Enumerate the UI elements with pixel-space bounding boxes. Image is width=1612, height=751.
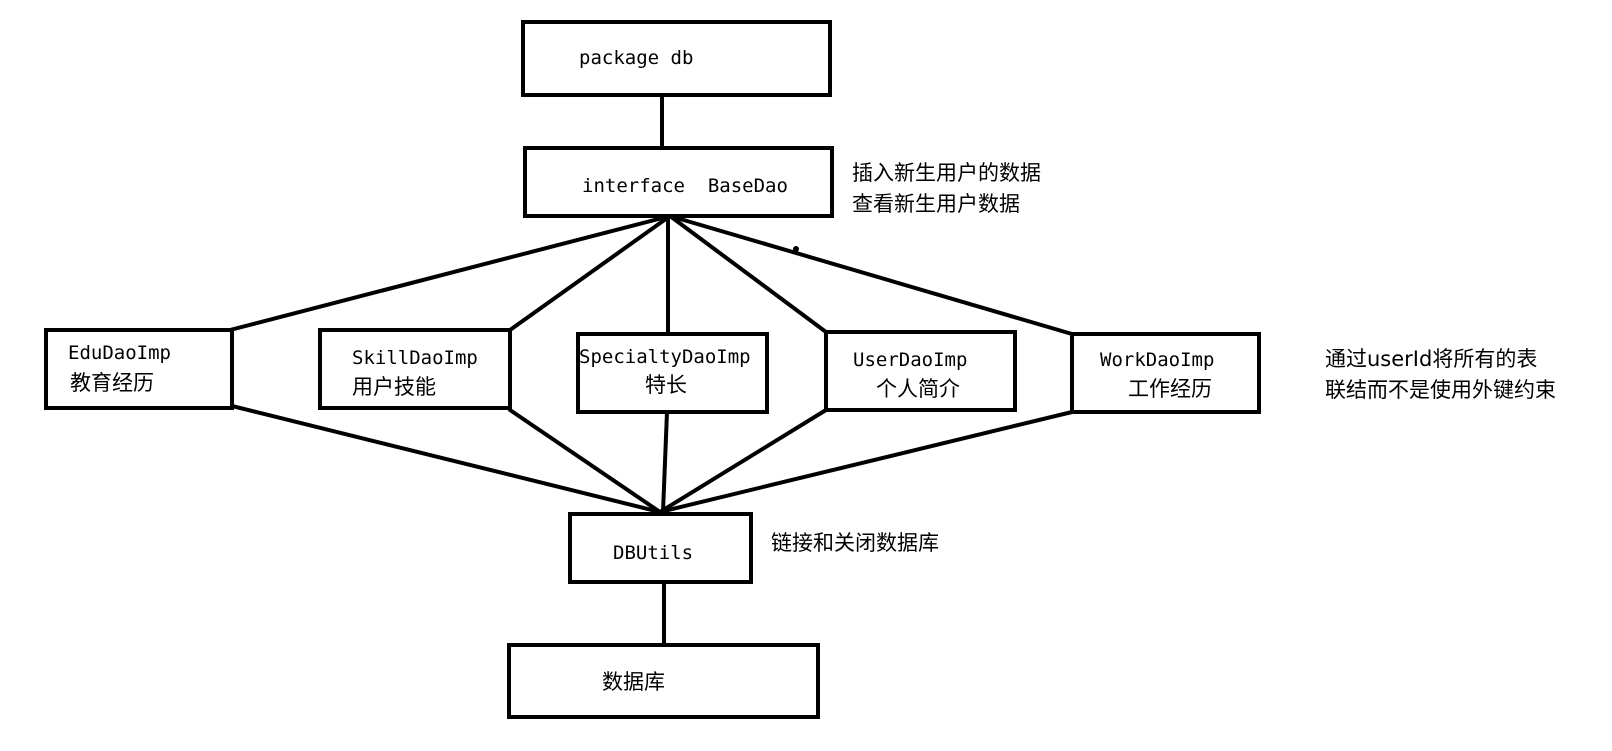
node-work-sub: 工作经历 <box>1128 377 1212 401</box>
ink-dot <box>793 246 799 252</box>
edge-basedao-edu <box>228 214 672 332</box>
edge-basedao-skill <box>508 214 672 332</box>
note-dbutils: 链接和关闭数据库 <box>771 531 939 555</box>
node-user-label: UserDaoImp <box>853 349 967 371</box>
node-skill-label: SkillDaoImp <box>352 347 478 369</box>
edge-edu-dbutils <box>230 404 662 514</box>
annotations: 插入新生用户的数据 查看新生用户数据 通过userId将所有的表 联结而不是使用… <box>771 161 1556 555</box>
node-edu: EduDaoImp 教育经历 <box>44 328 234 410</box>
node-specialty-sub: 特长 <box>645 373 687 397</box>
node-database: 数据库 <box>507 643 820 719</box>
node-basedao-label: interface BaseDao <box>582 175 788 197</box>
note-work-line1: 通过userId将所有的表 <box>1325 347 1537 371</box>
node-specialty-label: SpecialtyDaoImp <box>579 346 751 368</box>
edge-specialty-dbutils <box>661 410 669 514</box>
node-skill-sub: 用户技能 <box>352 375 436 399</box>
note-basedao-line1: 插入新生用户的数据 <box>852 161 1041 185</box>
node-dbutils-label: DBUtils <box>613 542 693 564</box>
edge-skill-dbutils <box>508 408 662 514</box>
connectors <box>228 93 1074 647</box>
note-work-line2: 联结而不是使用外键约束 <box>1325 378 1556 402</box>
node-basedao: interface BaseDao <box>523 146 834 218</box>
note-basedao-line2: 查看新生用户数据 <box>852 192 1020 216</box>
edge-basedao-work <box>668 214 1074 336</box>
edge-basedao-user <box>668 214 828 334</box>
node-work-label: WorkDaoImp <box>1100 349 1214 371</box>
edge-work-dbutils <box>658 410 1074 514</box>
node-work: WorkDaoImp 工作经历 <box>1070 332 1261 414</box>
node-edu-label: EduDaoImp <box>68 342 171 364</box>
node-specialty: SpecialtyDaoImp 特长 <box>576 332 769 414</box>
node-edu-sub: 教育经历 <box>70 371 154 395</box>
node-skill: SkillDaoImp 用户技能 <box>318 328 512 410</box>
node-dbutils: DBUtils <box>568 512 753 584</box>
node-user-sub: 个人简介 <box>876 377 960 401</box>
node-user: UserDaoImp 个人简介 <box>824 330 1017 412</box>
edge-user-dbutils <box>658 408 828 514</box>
node-package-label: package db <box>579 47 693 69</box>
node-package: package db <box>521 20 832 97</box>
node-database-label: 数据库 <box>602 670 665 694</box>
